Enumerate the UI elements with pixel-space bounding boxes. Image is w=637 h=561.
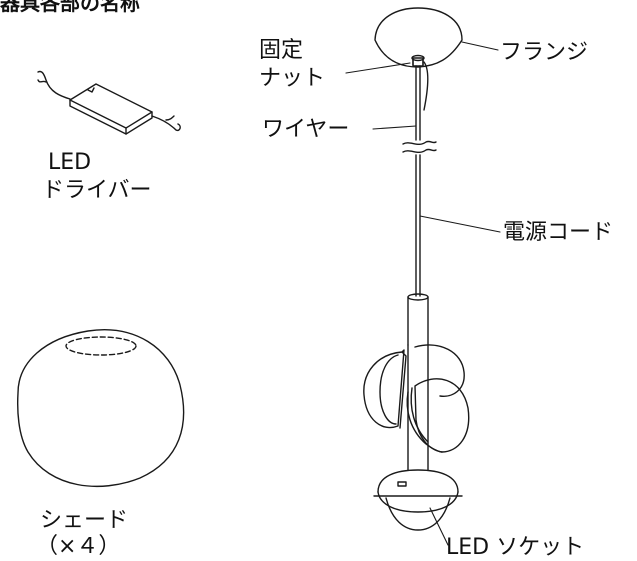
led-driver-label-line1: LED	[48, 150, 92, 175]
shade-illustration	[17, 329, 185, 488]
led-socket-illustration	[363, 344, 470, 531]
flange-label: フランジ	[500, 40, 589, 65]
led-socket-label: LED ソケット	[446, 535, 585, 560]
wire-and-cord-illustration	[402, 61, 437, 297]
diagram-heading: 器具各部の名称	[0, 0, 140, 15]
wire-label: ワイヤー	[262, 117, 350, 142]
shade-label-line1: シェード	[40, 508, 129, 533]
led-driver-illustration	[37, 70, 181, 135]
fixing-nut-label-line1: 固定	[259, 38, 304, 63]
shade-label-line2: （×４）	[36, 534, 121, 559]
power-cord-label: 電源コード	[503, 220, 614, 245]
fixing-nut-illustration	[411, 54, 425, 67]
fixing-nut-label-line2: ナット	[259, 66, 326, 91]
led-driver-label-line2: ドライバー	[42, 178, 152, 203]
leader-lines	[345, 41, 501, 546]
